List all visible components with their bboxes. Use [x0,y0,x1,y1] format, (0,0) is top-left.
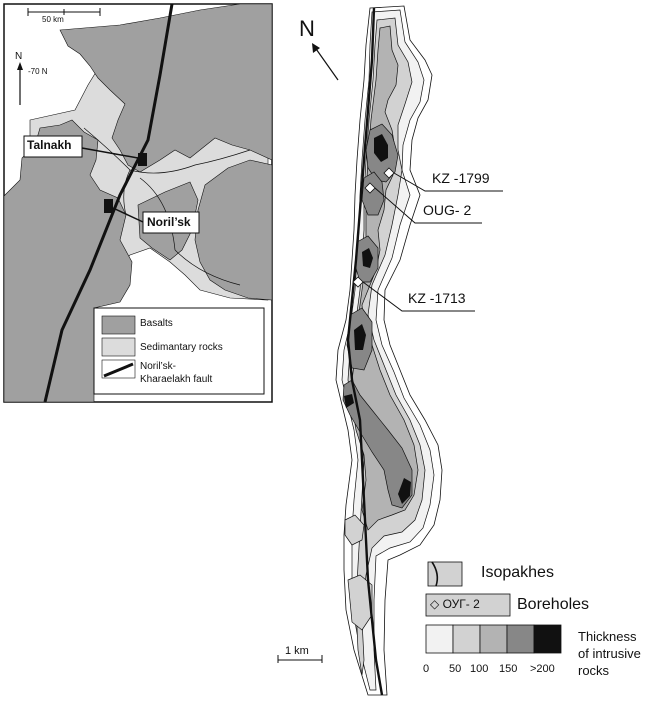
norilsk-leader [112,207,144,223]
talnakh-marker [138,153,147,166]
legend-thickness-line3: rocks [578,663,610,678]
main-north-label: N [299,16,315,41]
iso-200-d [344,394,354,408]
iso-south-a [344,514,365,546]
legend-basalts-swatch [101,315,136,335]
thickness-tick-0: 0 [423,663,430,675]
borehole-kz1713 [352,276,364,288]
thickness-class-200 [533,624,562,654]
iso-200-c [354,324,366,350]
legend-isopakhes-swatch [427,561,463,587]
iso-150-b [361,171,385,216]
latitude-label: -70 N [28,67,48,76]
legend-borehole-symbol: ◇ ОУГ- 2 [430,597,480,611]
main-legend [425,561,562,654]
thickness-tick-50: 50 [449,663,462,675]
legend-thickness-line1: Thickness [578,629,637,644]
inset-scale-bar [27,8,101,16]
thickness-tick-100: 100 [470,663,489,675]
thickness-class-150 [506,624,535,654]
iso-150-e [342,379,413,509]
inset-north-label: N [15,51,23,62]
thickness-class-100 [479,624,508,654]
legend-sedimentary-swatch [101,337,136,357]
iso-200-a [374,134,388,162]
borehole-oug2 [364,182,376,194]
thickness-tick-200: >200 [530,663,555,675]
norilsk-label: Noril’sk [147,215,191,229]
thickness-class-50 [452,624,481,654]
borehole-kz1799 [383,167,395,179]
thickness-tick-150: 150 [499,663,518,675]
legend-sedimentary-label: Sedimantary rocks [140,342,223,353]
fault-line [43,3,174,403]
thickness-scale [425,624,562,654]
legend-borehole-symbol-text: ОУГ- 2 [442,597,480,611]
main-map [277,5,562,696]
legend-boreholes-swatch [425,593,511,617]
inset-scale-label: 50 km [42,15,64,24]
borehole-diamond-icon: ◇ [430,597,440,611]
basalt-east [194,159,273,301]
legend-fault-label-1: Noril’sk- [140,361,176,372]
river [83,127,251,286]
inset-map [3,3,273,403]
main-scale-bar [277,655,323,663]
main-fault-trace [346,7,384,696]
basalt-northeast [59,3,273,173]
legend-basalts-label: Basalts [140,318,173,329]
talnakh-label-box [23,135,83,158]
legend-fault-label-2: Kharaelakh fault [140,374,213,385]
inset-north-arrow [17,62,23,105]
thickness-class-0 [425,624,454,654]
legend-boreholes-label: Boreholes [517,596,590,613]
main-scale-label: 1 km [285,645,309,657]
legend-isopakhes-label: Isopakhes [481,564,554,581]
norilsk-label-box [142,211,200,234]
legend-thickness-line2: of intrusive [578,646,641,661]
oug2-leader [374,187,482,224]
iso-200-b [362,248,373,268]
oug2-label: OUG- 2 [423,202,472,218]
kz1713-leader [362,281,475,312]
kz1799-leader [393,172,503,192]
main-north-arrow [312,43,339,81]
talnakh-label: Talnakh [27,138,72,152]
kz1799-label: KZ -1799 [432,170,490,186]
talnakh-leader [81,147,139,159]
norilsk-marker [104,199,113,213]
iso-200-e [398,478,411,504]
inset-legend [93,307,265,395]
kz1713-label: KZ -1713 [408,290,466,306]
